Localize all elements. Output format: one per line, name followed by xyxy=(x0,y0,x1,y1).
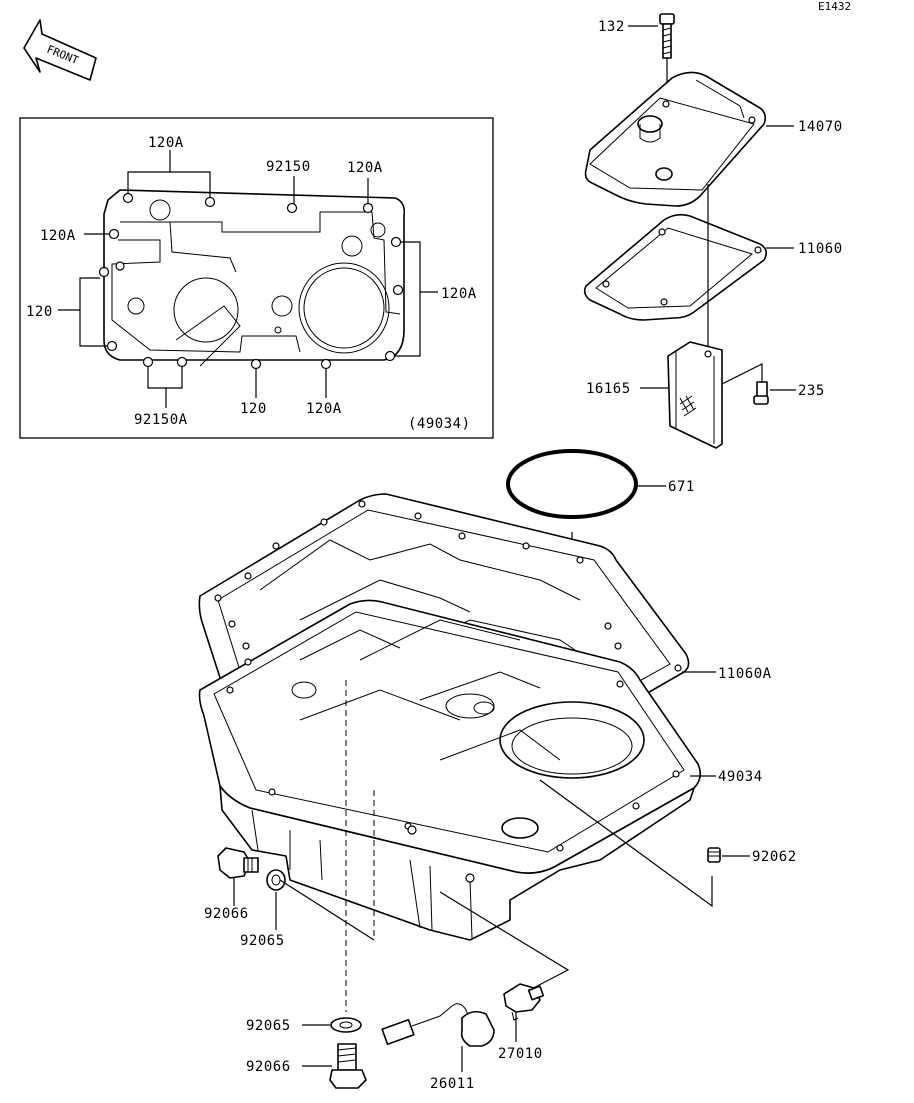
oil-pan-49034 xyxy=(198,599,716,1012)
label-11060: 11060 xyxy=(798,241,843,257)
inset-panel: 120A 92150 120A 120A 120 120A 92150A 120… xyxy=(19,117,494,439)
drain-plug-92066-lower xyxy=(302,1043,367,1089)
oil-pressure-switch-27010 xyxy=(503,983,545,1042)
inset-caption: (49034) xyxy=(408,416,471,432)
label-92066-lower: 92066 xyxy=(246,1059,291,1075)
diagram-code: E1432 xyxy=(818,0,851,13)
inset-label-120a-topright: 120A xyxy=(347,160,383,176)
drain-plug-92066-upper xyxy=(217,847,259,906)
label-671: 671 xyxy=(668,479,695,495)
inset-label-120-left: 120 xyxy=(26,304,53,320)
front-arrow-icon: FRONT xyxy=(23,19,97,81)
label-92065-upper: 92065 xyxy=(240,933,285,949)
label-14070: 14070 xyxy=(798,119,843,135)
label-92066-upper: 92066 xyxy=(204,906,249,922)
dowel-92062 xyxy=(707,847,750,863)
bolt-235 xyxy=(753,381,796,405)
inset-label-92150: 92150 xyxy=(266,159,311,175)
washer-92065-upper xyxy=(266,869,375,941)
label-92062: 92062 xyxy=(752,849,797,865)
screen-16165 xyxy=(640,341,763,449)
label-132: 132 xyxy=(598,19,625,35)
wire-lead-26011 xyxy=(381,1003,495,1072)
label-27010: 27010 xyxy=(498,1046,543,1062)
inset-label-92150a: 92150A xyxy=(134,412,188,428)
bolt-132 xyxy=(628,13,675,100)
inset-label-120a-right: 120A xyxy=(441,286,477,302)
label-26011: 26011 xyxy=(430,1076,475,1092)
label-235: 235 xyxy=(798,383,825,399)
washer-92065-lower xyxy=(302,1017,362,1033)
inset-label-120a-bottom: 120A xyxy=(306,401,342,417)
label-49034: 49034 xyxy=(718,769,763,785)
gasket-11060 xyxy=(583,184,794,372)
label-11060a: 11060A xyxy=(718,666,772,682)
label-16165: 16165 xyxy=(586,381,631,397)
cover-14070 xyxy=(584,71,794,207)
inset-label-120a-top: 120A xyxy=(148,135,184,151)
inset-label-120-bottom: 120 xyxy=(240,401,267,417)
inset-label-120a-left: 120A xyxy=(40,228,76,244)
label-92065-lower: 92065 xyxy=(246,1018,291,1034)
